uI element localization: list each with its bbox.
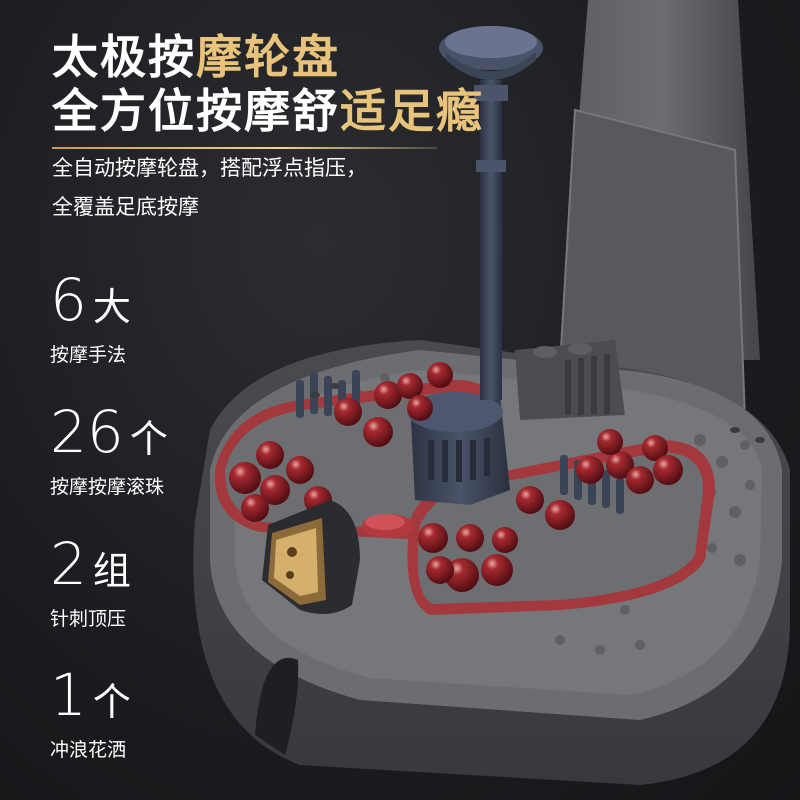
gold-divider xyxy=(52,147,437,149)
feature-label: 按摩按摩滚珠 xyxy=(50,476,165,498)
feature-unit: 组 xyxy=(92,549,131,593)
description-line-2: 全覆盖足底按摩 xyxy=(52,195,199,219)
feature-number: 26 xyxy=(50,398,124,466)
description-line-1: 全自动按摩轮盘，搭配浮点指压， xyxy=(52,156,367,180)
feature-label: 冲浪花洒 xyxy=(50,739,127,761)
pump-box xyxy=(515,340,625,420)
back-tower xyxy=(556,0,760,428)
acupressure-pad xyxy=(362,514,414,538)
feature-label: 针刺顶压 xyxy=(50,608,127,630)
surf-shower-head xyxy=(439,26,543,400)
feature-unit: 大 xyxy=(92,285,131,329)
feature-unit: 个 xyxy=(92,680,131,724)
feature-number: 6 xyxy=(50,266,87,334)
feature-unit: 个 xyxy=(129,417,168,461)
red-roller-balls xyxy=(229,362,683,592)
front-control-panel[interactable] xyxy=(262,500,360,614)
headline-line-2: 全方位按摩舒适足瘾 xyxy=(52,84,484,138)
feature-label: 按摩手法 xyxy=(50,344,127,366)
feature-number: 1 xyxy=(50,661,87,729)
feature-number: 2 xyxy=(50,530,87,598)
headline-line-1: 太极按摩轮盘 xyxy=(52,30,340,84)
rim-nozzles xyxy=(310,383,765,443)
